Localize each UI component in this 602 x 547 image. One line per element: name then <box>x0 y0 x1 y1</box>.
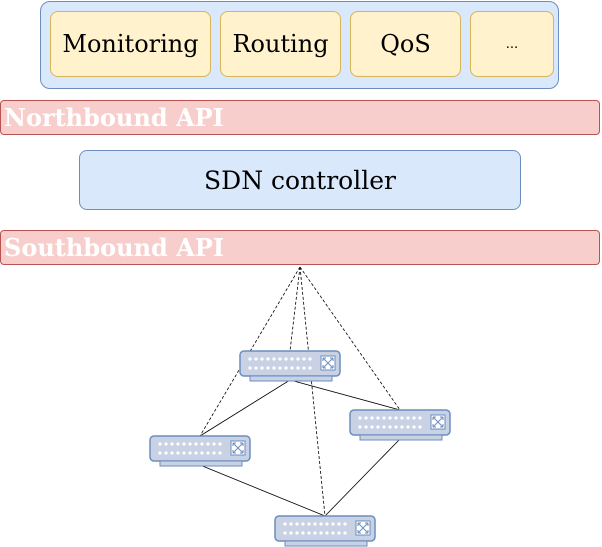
control-link-s2 <box>199 266 301 437</box>
northbound-api-bar: Northbound API <box>0 100 600 135</box>
switch-s1[interactable] <box>239 350 341 382</box>
southbound-api-bar: Southbound API <box>0 230 600 265</box>
sdn-controller[interactable]: SDN controller <box>79 150 521 210</box>
control-link-s4 <box>299 266 326 517</box>
network-switch-icon <box>149 435 251 467</box>
link-s1-s2 <box>199 379 291 437</box>
switch-s3[interactable] <box>349 409 451 441</box>
switch-s4[interactable] <box>274 515 376 547</box>
network-switch-icon <box>274 515 376 547</box>
control-link-s3 <box>299 266 401 411</box>
app-qos[interactable]: QoS <box>350 11 461 77</box>
link-s2-s4 <box>199 464 326 517</box>
control-link-s1 <box>289 266 301 352</box>
network-switch-icon <box>349 409 451 441</box>
network-switch-icon <box>239 350 341 382</box>
app-more[interactable]: ... <box>470 11 554 77</box>
link-s3-s4 <box>324 438 401 517</box>
applications-layer: Monitoring Routing QoS ... <box>40 1 559 89</box>
physical-links <box>199 379 401 517</box>
app-monitoring[interactable]: Monitoring <box>50 11 211 77</box>
link-s1-s3 <box>289 379 401 411</box>
control-links <box>199 266 401 517</box>
switch-s2[interactable] <box>149 435 251 467</box>
app-routing[interactable]: Routing <box>220 11 341 77</box>
